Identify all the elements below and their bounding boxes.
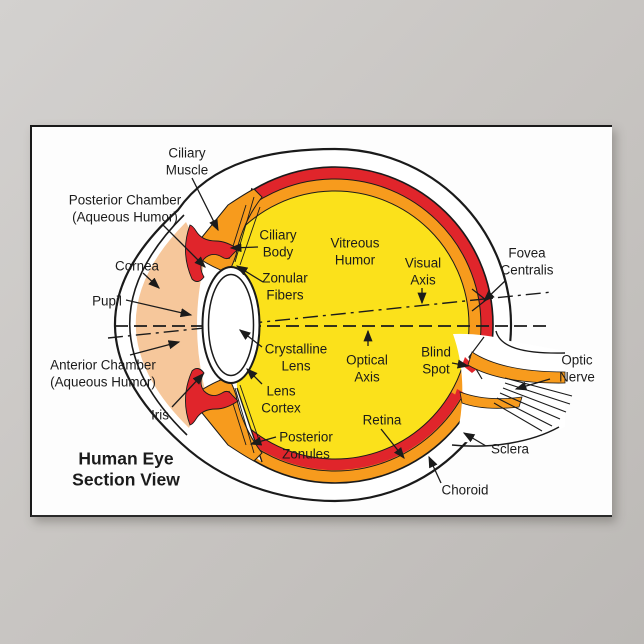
- visual-axis-line: [107, 291, 553, 339]
- label-ciliary-body: Ciliary Body: [259, 227, 297, 259]
- label-lens-cortex: Lens Cortex: [261, 383, 301, 415]
- label-retina: Retina: [362, 412, 402, 428]
- label-fovea-centralis: Fovea Centralis: [500, 245, 554, 277]
- label-vitreous-humor: Vitreous Humor: [330, 235, 380, 267]
- label-pupil: Pupil: [92, 293, 122, 309]
- eye-diagram: [107, 147, 573, 503]
- label-choroid: Choroid: [441, 482, 489, 498]
- label-anterior-chamber: Anterior Chamber (Aqueous Humor): [50, 357, 156, 389]
- ring-separator-1: [227, 178, 482, 472]
- label-crystalline-lens: Crystalline Lens: [264, 341, 328, 373]
- label-posterior-chamber: Posterior Chamber (Aqueous Humor): [68, 192, 182, 224]
- label-optical-axis: Optical Axis: [346, 352, 388, 384]
- label-blind-spot: Blind Spot: [421, 344, 451, 376]
- label-iris: Iris: [151, 407, 169, 423]
- label-optic-nerve: Optic Nerve: [559, 352, 595, 384]
- optic-nerve-fibers: [493, 377, 573, 432]
- label-sclera: Sclera: [491, 441, 529, 457]
- page-title: Human Eye Section View: [72, 448, 180, 490]
- ring-separator-2: [236, 190, 470, 460]
- lens: [201, 266, 261, 384]
- label-cornea: Cornea: [115, 258, 159, 274]
- label-visual-axis: Visual Axis: [404, 255, 442, 287]
- leader-arrows: [125, 177, 551, 484]
- label-zonular-fibers: Zonular Fibers: [262, 270, 308, 302]
- cornea-inner-line: [129, 214, 188, 436]
- anterior-chamber-fill: [135, 222, 205, 428]
- label-ciliary-muscle: Ciliary Muscle: [165, 145, 209, 177]
- optic-nerve: [451, 330, 573, 447]
- label-posterior-zonules: Posterior Zonules: [279, 429, 333, 461]
- vitreous-humor-fill: [201, 191, 469, 459]
- poster: Ciliary Muscle Posterior Chamber (Aqueou…: [30, 125, 612, 517]
- sclera-inner-line: [218, 166, 494, 484]
